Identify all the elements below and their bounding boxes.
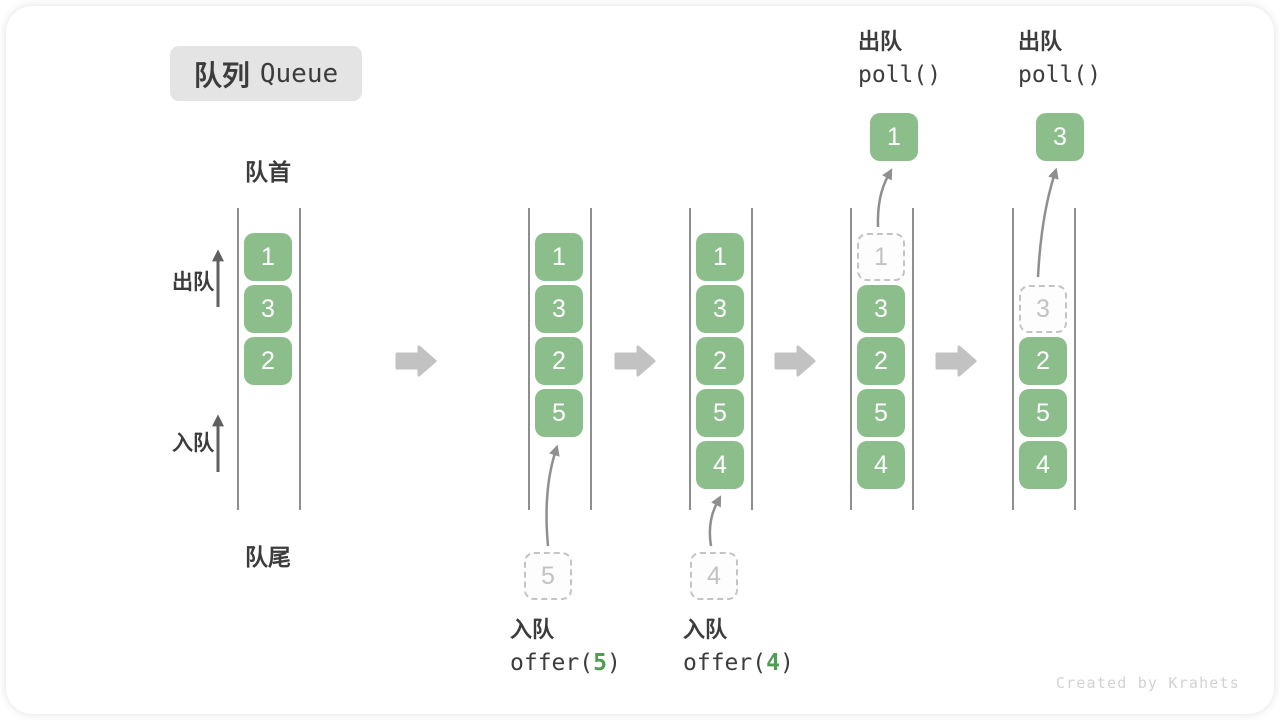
code-arg: 5 [593, 650, 607, 676]
queue3-element: 3 [696, 285, 744, 333]
queue4-dequeue-annotation: 出队 poll() [858, 26, 941, 92]
label-enqueue: 入队 [172, 432, 214, 455]
queue5-element: 4 [1019, 441, 1067, 489]
queue2-element: 2 [535, 337, 583, 385]
queue3-element: 4 [696, 441, 744, 489]
queue5-element: 2 [1019, 337, 1067, 385]
queue3-element: 1 [696, 233, 744, 281]
queue2-enqueue-annotation: 入队 offer(5) [510, 614, 621, 680]
queue4-element: 3 [857, 285, 905, 333]
diagram-card [6, 6, 1274, 714]
enqueue-action-label: 入队 [683, 617, 728, 642]
queue2-element: 1 [535, 233, 583, 281]
queue4-element: 2 [857, 337, 905, 385]
enqueue-code-label: offer(4) [683, 646, 794, 680]
label-dequeue: 出队 [172, 271, 214, 294]
title-zh: 队列 [193, 59, 250, 91]
queue1-element: 2 [244, 337, 292, 385]
queue5-element: 5 [1019, 389, 1067, 437]
label-queue-front: 队首 [245, 159, 291, 185]
dequeue-code-label: poll() [1018, 62, 1102, 88]
queue4-left-rail [850, 208, 852, 510]
queue2-incoming-ghost-box: 5 [524, 552, 572, 600]
queue3-element: 2 [696, 337, 744, 385]
queue4-element: 4 [857, 441, 905, 489]
label-queue-rear: 队尾 [245, 544, 291, 570]
queue4-dequeued-element: 1 [870, 113, 918, 161]
queue4-removed-ghost-box: 1 [857, 233, 905, 281]
queue1-element: 3 [244, 285, 292, 333]
queue5-left-rail [1012, 208, 1014, 510]
enqueue-action-label: 入队 [510, 617, 555, 642]
dequeue-action-label: 出队 [1018, 29, 1063, 54]
title-badge: 队列 Queue [170, 46, 362, 101]
queue3-right-rail [751, 208, 753, 510]
queue2-element: 3 [535, 285, 583, 333]
queue1-left-rail [237, 208, 239, 510]
dequeue-code-label: poll() [858, 62, 942, 88]
queue4-element: 5 [857, 389, 905, 437]
enqueue-code-label: offer(5) [510, 646, 621, 680]
queue3-left-rail [689, 208, 691, 510]
queue3-incoming-ghost-box: 4 [690, 552, 738, 600]
queue3-enqueue-annotation: 入队 offer(4) [683, 614, 794, 680]
queue5-dequeue-annotation: 出队 poll() [1018, 26, 1101, 92]
code-close: ) [779, 650, 794, 676]
queue2-left-rail [528, 208, 530, 510]
queue1-element: 1 [244, 233, 292, 281]
code-arg: 4 [766, 650, 780, 676]
queue5-right-rail [1074, 208, 1076, 510]
queue2-element: 5 [535, 389, 583, 437]
queue2-right-rail [590, 208, 592, 510]
code-fn: offer( [683, 650, 767, 676]
queue3-element: 5 [696, 389, 744, 437]
queue1-right-rail [299, 208, 301, 510]
queue4-right-rail [912, 208, 914, 510]
title-en: Queue [259, 58, 339, 89]
queue5-removed-ghost-box: 3 [1019, 285, 1067, 333]
dequeue-action-label: 出队 [858, 29, 903, 54]
code-fn: offer( [510, 650, 594, 676]
queue5-dequeued-element: 3 [1036, 113, 1084, 161]
code-close: ) [606, 650, 621, 676]
watermark: Created by Krahets [1055, 674, 1240, 692]
